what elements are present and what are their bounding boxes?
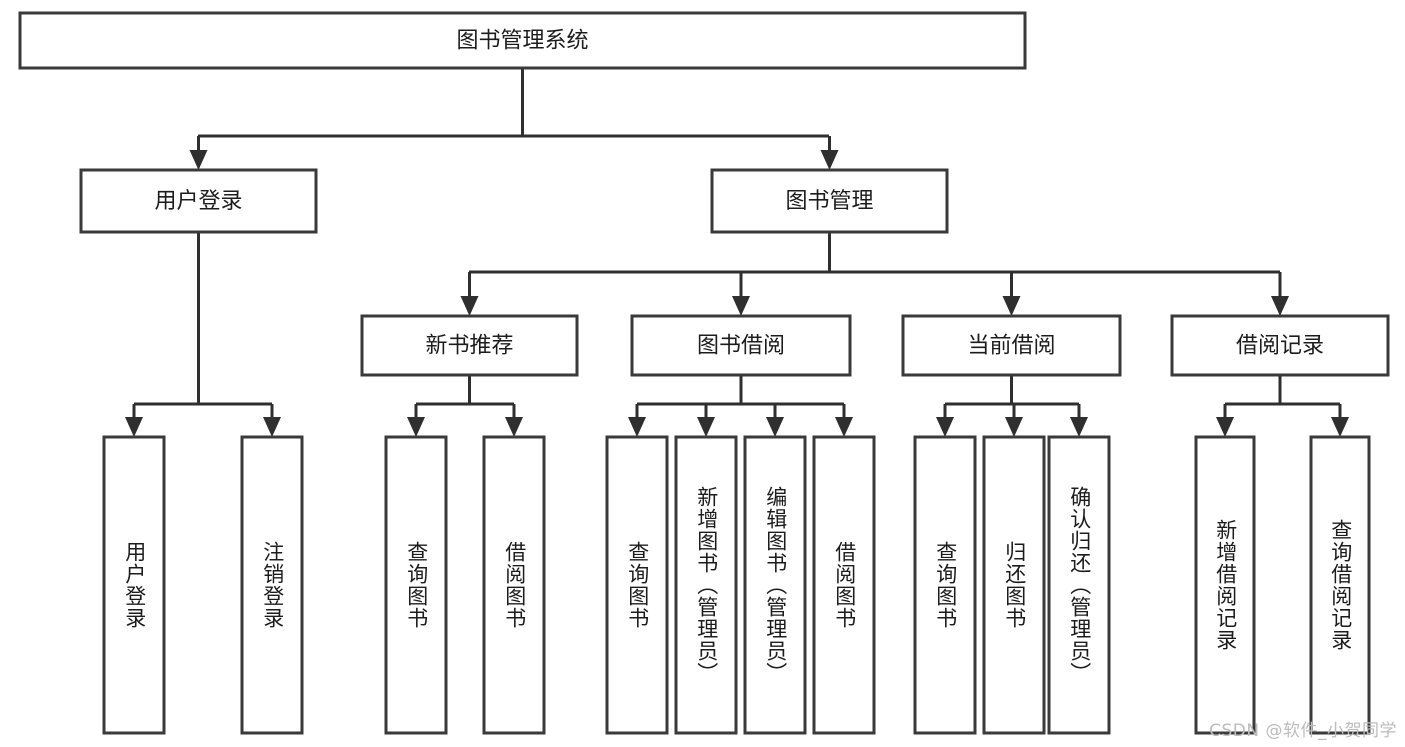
node-user-login[interactable]: 用户登录 [79,168,318,234]
node-root[interactable]: 图书管理系统 [18,11,1027,70]
node-label-user-login: 用户登录 [154,189,242,214]
watermark-text: CSDN @软件_小贺同学 [1209,721,1397,741]
node-current-borrow[interactable]: 当前借阅 [901,314,1122,377]
node-new-book-rec[interactable]: 新书推荐 [360,314,579,377]
node-leaf-add-record[interactable] [1194,435,1256,735]
connector-group-book-borrow [628,375,853,437]
node-leaf-confirm-return[interactable] [1047,435,1111,735]
node-leaf-user-login[interactable] [102,435,166,735]
node-leaf-query-record[interactable] [1309,435,1371,735]
node-book-borrow[interactable]: 图书借阅 [630,314,852,377]
connector-group-book-manage [460,232,1289,316]
connector-group-new-book-rec [407,375,523,437]
connector-group-root [189,68,839,170]
node-label-borrow-record: 借阅记录 [1236,334,1324,359]
node-leaf-borrow-book-bb[interactable] [812,435,876,735]
node-label-root: 图书管理系统 [456,29,588,54]
connector-group-borrow-record [1216,375,1349,437]
node-leaf-logout[interactable] [240,435,304,735]
connector-layer [125,68,1349,437]
node-label-book-borrow: 图书借阅 [697,334,785,359]
node-label-current-borrow: 当前借阅 [967,334,1055,359]
node-leaf-query-book-bb[interactable] [605,435,669,735]
node-leaf-query-book-rec[interactable] [384,435,448,735]
node-label-book-manage: 图书管理 [785,189,873,214]
connector-group-user-login [125,232,281,437]
node-borrow-record[interactable]: 借阅记录 [1170,314,1390,377]
node-leaf-borrow-book-rec[interactable] [482,435,546,735]
node-book-manage[interactable]: 图书管理 [710,168,949,234]
node-label-new-book-rec: 新书推荐 [425,334,513,359]
node-leaf-add-book[interactable] [674,435,738,735]
node-leaf-edit-book[interactable] [743,435,807,735]
node-leaf-query-book-cb[interactable] [913,435,977,735]
connector-group-current-borrow [936,375,1088,437]
node-leaf-return-book[interactable] [982,435,1046,735]
